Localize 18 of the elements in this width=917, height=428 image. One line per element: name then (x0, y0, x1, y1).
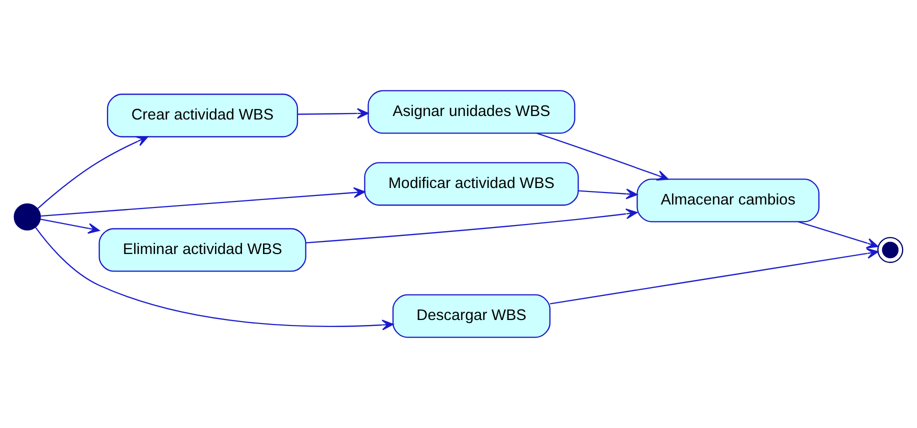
arrow (40, 218, 100, 234)
arrow (550, 248, 879, 304)
arrow (306, 208, 638, 244)
arrow (40, 187, 366, 217)
arrow (37, 136, 148, 210)
arrow (35, 227, 394, 330)
node-circle (877, 237, 904, 263)
node-circle (14, 203, 41, 231)
arrow (536, 132, 669, 181)
node-box: Almacenar cambios (636, 178, 820, 222)
node-box: Descargar WBS (392, 294, 551, 338)
node-box: Modificar actividad WBS (364, 162, 579, 206)
node-box: Asignar unidades WBS (368, 90, 576, 134)
node-box: Eliminar actividad WBS (98, 228, 306, 272)
arrow (798, 221, 878, 248)
arrow (578, 188, 638, 200)
arrow (298, 108, 369, 119)
node-box: Crear actividad WBS (106, 94, 298, 138)
